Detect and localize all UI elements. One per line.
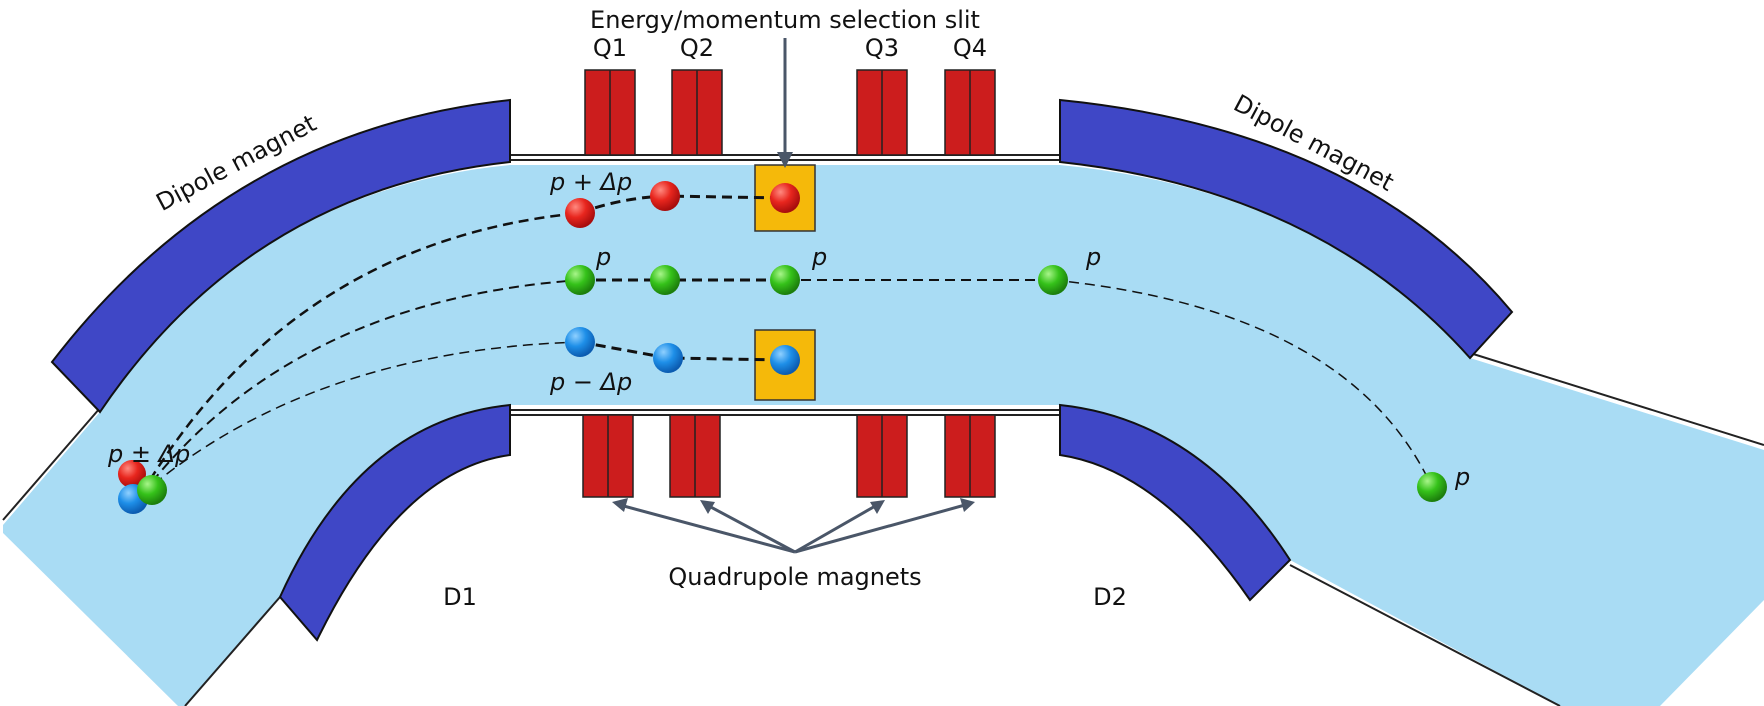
source-label: p ± Δp [107, 440, 190, 468]
dipole-d2 [1059, 403, 1292, 602]
nominal-label-1: p [595, 243, 611, 271]
particles [118, 181, 1447, 514]
quadrupole-caption: Quadrupole magnets [668, 563, 921, 591]
d1-label: D1 [443, 583, 477, 611]
q2-label: Q2 [680, 34, 714, 62]
exit-label: p [1454, 463, 1470, 491]
high-momentum-label: p + Δp [549, 168, 632, 196]
dipole-upper-left [50, 98, 511, 414]
arrows [612, 38, 975, 554]
slit-label: Energy/momentum selection slit [590, 6, 980, 34]
nominal-label-2: p [811, 243, 827, 271]
nominal-label-3: p [1085, 243, 1101, 271]
left-cutout [0, 530, 178, 706]
dipole-d1 [278, 403, 511, 642]
q1-label: Q1 [593, 34, 627, 62]
d2-label: D2 [1093, 583, 1127, 611]
low-momentum-label: p − Δp [549, 368, 632, 396]
q4-label: Q4 [953, 34, 987, 62]
right-cutout [1660, 600, 1764, 706]
dipole-upper-right [1059, 98, 1514, 360]
beam-pipe [3, 165, 1764, 706]
quadrupoles [582, 69, 996, 498]
q3-label: Q3 [865, 34, 899, 62]
